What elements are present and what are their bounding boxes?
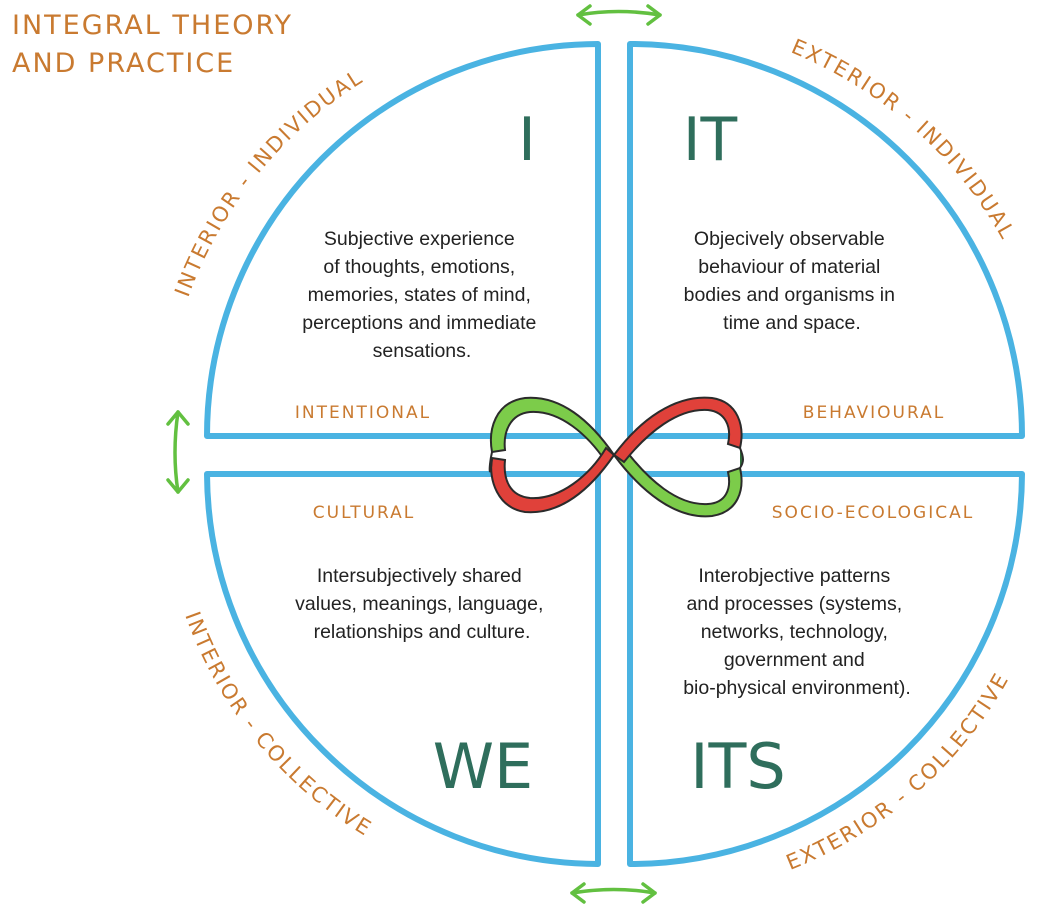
- inner-label-cultural: CULTURAL: [313, 503, 416, 523]
- title-line-2: AND PRACTICE: [12, 48, 235, 79]
- double-arrow-horizontal-icon: [570, 882, 657, 904]
- outer-label-upper-right: EXTERIOR - INDIVIDUAL: [788, 34, 1020, 243]
- quadrant-letter-i: I: [518, 105, 536, 175]
- outer-label-lower-left: INTERIOR - COLLECTIVE: [180, 608, 376, 841]
- diagram-title: INTEGRAL THEORY AND PRACTICE: [12, 10, 293, 79]
- quadrant-letter-we: WE: [433, 730, 533, 803]
- double-arrow-vertical-icon: [166, 410, 190, 494]
- quadrant-upper-right: [627, 41, 1025, 439]
- quadrant-letter-it: IT: [683, 105, 738, 175]
- description-lower-right: Interobjective patterns and processes (s…: [683, 565, 911, 699]
- quadrant-upper-left: [204, 41, 601, 439]
- description-lower-left: Intersubjectively shared values, meaning…: [295, 565, 549, 643]
- inner-label-socio-ecological: SOCIO-ECOLOGICAL: [772, 503, 974, 523]
- outer-label-lower-right: EXTERIOR - COLLECTIVE: [783, 668, 1014, 874]
- description-upper-left: Subjective experience of thoughts, emoti…: [302, 228, 542, 362]
- quadrant-lower-left: [204, 471, 601, 867]
- description-upper-right: Objecively observable behaviour of mater…: [684, 228, 901, 334]
- infinity-icon: [488, 396, 744, 518]
- inner-label-behavioural: BEHAVIOURAL: [803, 403, 945, 423]
- title-line-1: INTEGRAL THEORY: [12, 10, 293, 41]
- quadrant-lower-right: [627, 471, 1025, 867]
- quadrant-letter-its: ITS: [690, 730, 786, 803]
- inner-label-intentional: INTENTIONAL: [295, 403, 431, 423]
- double-arrow-horizontal-icon: [576, 4, 662, 26]
